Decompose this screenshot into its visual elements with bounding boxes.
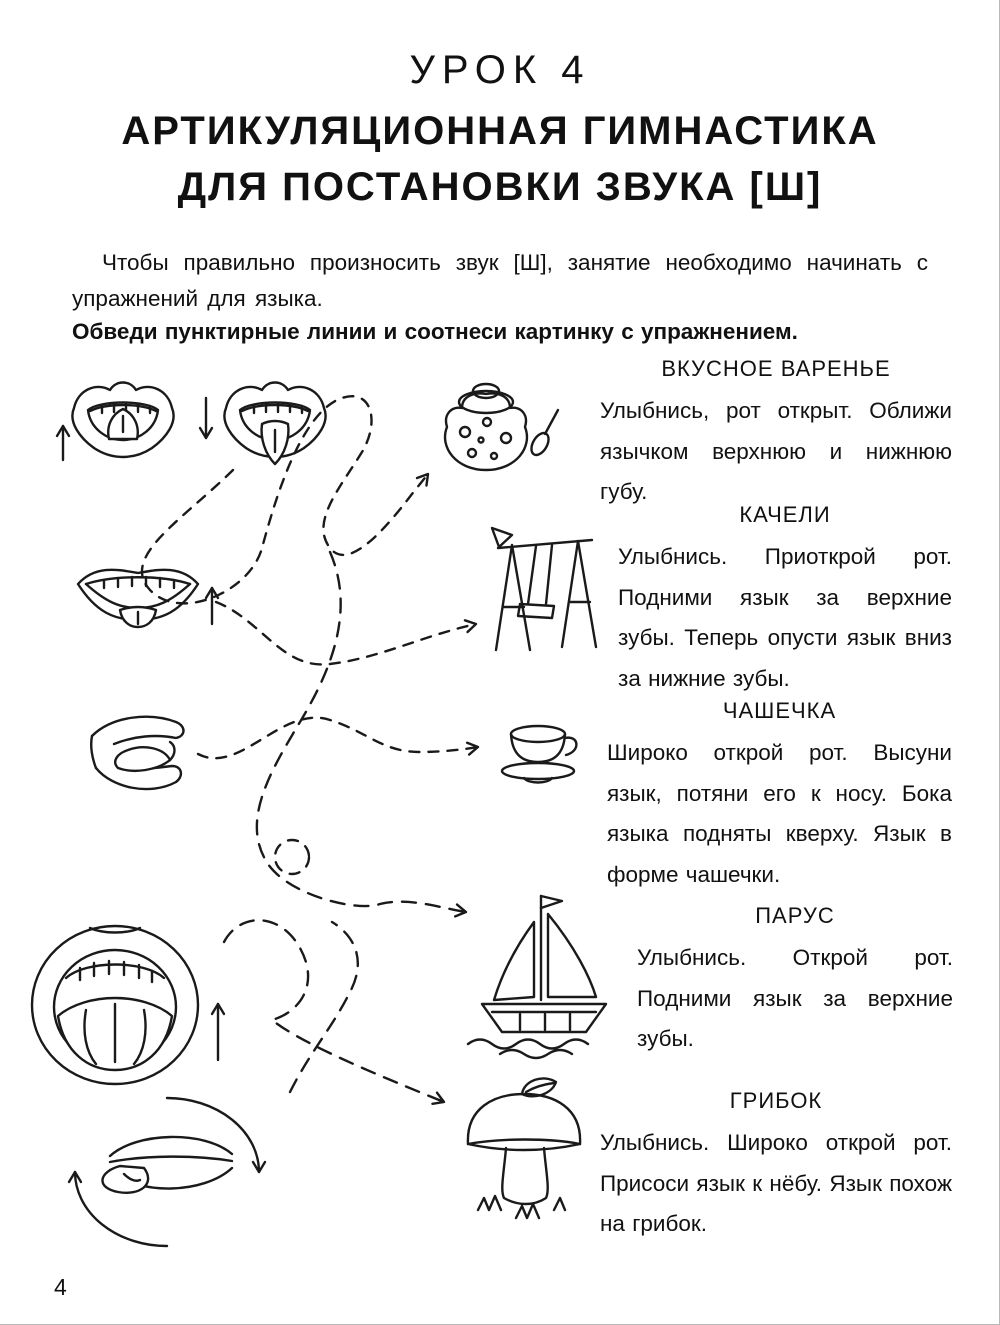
exercise-text: Улыбнись, рот открыт. Оближи язычком вер… xyxy=(600,398,952,504)
exercise-block-jam: ВКУСНОЕ ВАРЕНЬЕ Улыбнись, рот открыт. Об… xyxy=(600,356,952,513)
dashed-trace-paths xyxy=(140,395,480,1106)
mushroom-illustration xyxy=(466,1077,582,1220)
exercise-text: Улыбнись. Приоткрой рот. Подними язык за… xyxy=(618,544,952,691)
sailboat-illustration xyxy=(466,894,608,1060)
exercise-block-cup: ЧАШЕЧКА Широко открой рот. Высуни язык, … xyxy=(607,698,952,895)
mouth-smile-tongue-illustration xyxy=(76,568,200,629)
page-title-line2: ДЛЯ ПОСТАНОВКИ ЗВУКА [Ш] xyxy=(177,165,823,209)
activity-area: ВКУСНОЕ ВАРЕНЬЕ Улыбнись, рот открыт. Об… xyxy=(0,352,1000,1267)
mouth-tongue-up-illustration xyxy=(71,381,175,459)
lesson-number: УРОК 4 xyxy=(409,48,591,92)
page-number: 4 xyxy=(54,1274,67,1300)
exercise-block-swing: КАЧЕЛИ Улыбнись. Приоткрой рот. Подними … xyxy=(618,502,952,699)
exercise-title: ВКУСНОЕ ВАРЕНЬЕ xyxy=(661,356,891,381)
trace-to-jam-jar xyxy=(140,395,430,605)
trace-decorative xyxy=(288,920,360,1094)
spoon-icon xyxy=(530,408,560,457)
instruction-line: Обведи пунктирные линии и соотнеси карти… xyxy=(72,319,798,344)
circular-arrow-icon xyxy=(165,1096,267,1174)
trace-loop xyxy=(273,838,311,876)
trace-to-swing xyxy=(214,600,478,666)
mouth-tongue-circling-illustration xyxy=(67,1096,267,1248)
mouth-tongue-down-illustration xyxy=(223,381,327,466)
exercise-title: КАЧЕЛИ xyxy=(739,502,831,527)
exercise-block-mushroom: ГРИБОК Улыбнись. Широко открой рот. Прис… xyxy=(600,1088,952,1245)
intro-paragraph: Чтобы правильно произносить звук [Ш], за… xyxy=(72,250,928,311)
jam-jar-illustration xyxy=(444,382,560,472)
circular-arrow-icon xyxy=(67,1170,169,1248)
page-title-line1: АРТИКУЛЯЦИОННАЯ ГИМНАСТИКА xyxy=(121,109,879,153)
trace-to-mushroom xyxy=(222,919,446,1106)
swing-illustration xyxy=(490,526,598,652)
exercise-text: Улыбнись. Открой рот. Подними язык за ве… xyxy=(637,945,953,1051)
exercise-text: Улыбнись. Широко открой рот. Присоси язы… xyxy=(600,1130,952,1236)
cup-illustration xyxy=(500,724,578,784)
exercise-title: ЧАШЕЧКА xyxy=(722,698,837,723)
page-title: АРТИКУЛЯЦИОННАЯ ГИМНАСТИКА ДЛЯ ПОСТАНОВК… xyxy=(0,103,1000,215)
exercise-text: Широко открой рот. Высуни язык, потяни е… xyxy=(607,740,952,887)
mouth-wide-open-illustration xyxy=(30,924,200,1086)
exercise-title: ПАРУС xyxy=(755,903,835,928)
trace-to-sailboat xyxy=(255,550,468,918)
exercise-title: ГРИБОК xyxy=(729,1088,823,1113)
mouth-cup-tongue-illustration xyxy=(90,715,185,791)
illustration-canvas xyxy=(30,381,608,1248)
exercise-block-sail: ПАРУС Улыбнись. Открой рот. Подними язык… xyxy=(637,903,953,1060)
trace-to-cup xyxy=(196,716,480,760)
